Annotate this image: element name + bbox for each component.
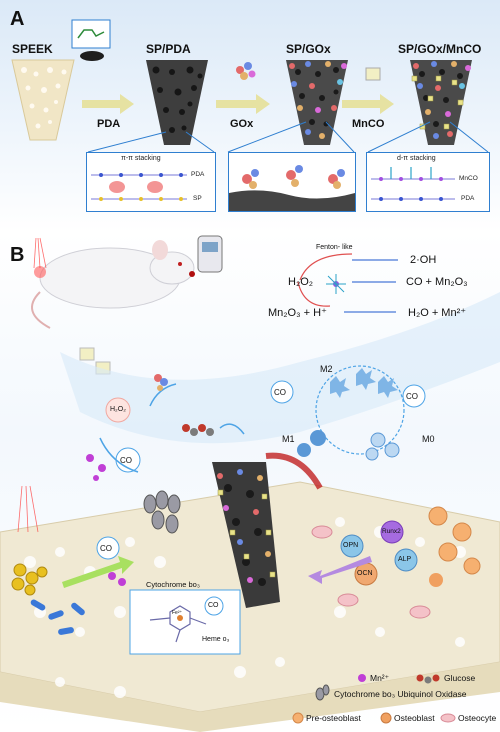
panel-b-illustration (0, 235, 500, 732)
arrow-pda-icon (82, 94, 134, 114)
green-arrow-icon (62, 556, 134, 588)
inset-heme-label: Heme o₃ (202, 636, 230, 643)
inset-fe-label: Fe²⁺ (172, 610, 183, 616)
cytochrome-inset-box (129, 589, 241, 655)
cytochrome-title: Cytochrome bo₃ (146, 580, 200, 589)
legend-mn-icon (358, 674, 366, 682)
protein-runx2-label: Runx2 (382, 528, 401, 535)
zoom1-title: π-π stacking (121, 155, 161, 162)
mussel-icon (80, 51, 104, 61)
step-mnco-label: MnCO (352, 118, 385, 130)
legend-pre-osteoblast-label: Pre-osteoblast (306, 713, 361, 723)
zoom-box-d-pi-stacking: d-π stacking MnCO PDA (366, 152, 490, 212)
legend-osteoblast-label: Osteoblast (394, 713, 435, 723)
mn2o3-h-label: Mn₂O₃ + H⁺ (268, 307, 327, 319)
legend-oxidase-icon (315, 684, 330, 701)
fenton-label: Fenton- like (316, 244, 353, 251)
protein-ocn-label: OCN (357, 570, 373, 577)
panel-a: A SPEEK SP/PDA SP/GOx SP/GOx/MnCO PDA GO… (0, 0, 500, 232)
fenton-arrows (297, 253, 353, 307)
speek-scaffold-icon (11, 59, 75, 141)
co-mn2o3-label: CO + Mn₂O₃ (406, 276, 468, 288)
oh-label: 2·OH (410, 254, 437, 266)
legend-pre-osteoblast-icon (292, 712, 304, 724)
dopamine-molecule-icon (71, 19, 111, 49)
arrow-gox-icon (216, 94, 270, 114)
legend-oxidase-label: Cytochrome bo₃ Ubiquinol Oxidase (334, 689, 467, 699)
h2o2-label: H₂O₂ (288, 276, 314, 288)
protein-bubbles (340, 520, 418, 586)
gox-cycle-arrows (99, 383, 245, 473)
stage-sp-gox-label: SP/GOx (286, 42, 331, 56)
purple-arrow-icon (308, 556, 372, 584)
osteoblast-cluster (428, 506, 481, 587)
glucose-chain-icon (182, 424, 214, 436)
h2o2-bubble (105, 397, 131, 423)
bacteria-cluster-icon (11, 563, 48, 596)
co-bubble-label: CO (120, 456, 132, 465)
step-gox-label: GOx (230, 118, 254, 130)
zoom3-title: d-π stacking (397, 155, 436, 162)
arrow-mnco-icon (342, 94, 394, 114)
step-pda-label: PDA (97, 118, 121, 130)
rod-bacteria-icon (30, 599, 85, 635)
zoom3-label-mnco: MnCO (459, 175, 478, 182)
h2o2-bubble-label: H₂O₂ (110, 406, 126, 413)
panel-b-letter: B (10, 244, 25, 266)
legend-osteocyte-icon (440, 713, 456, 723)
gox-enzyme-icon (154, 374, 168, 391)
panel-b: B (0, 232, 500, 732)
gox-molecule-icon (236, 62, 256, 80)
protein-opn-label: OPN (343, 542, 359, 549)
stage-sp-gox-mnco-label: SP/GOx/MnCO (398, 42, 482, 56)
glucometer-icon (189, 235, 223, 277)
macrophage-m1-label: M1 (282, 434, 295, 444)
mnco-molecule-icon (326, 274, 346, 294)
zoom3-label-pda: PDA (461, 195, 475, 202)
legend-glucose-label: Glucose (444, 673, 476, 683)
macrophage-m0-label: M0 (422, 434, 435, 444)
protein-alp-label: ALP (398, 556, 412, 563)
legend-osteocyte-label: Osteocyte (458, 713, 497, 723)
inset-co-label: CO (208, 602, 219, 609)
laser-beam-icon (33, 237, 47, 269)
legend-osteoblast-icon (380, 712, 392, 724)
mn-ion-cluster (86, 454, 106, 481)
laser-beam-scaffold-icon (17, 485, 39, 533)
zoom-box-pi-stacking: π-π stacking PDA SP (86, 152, 216, 212)
panel-a-letter: A (10, 8, 25, 30)
mouse-icon (31, 240, 195, 329)
osteocyte-cluster (311, 525, 431, 619)
mnco-chip-icon (79, 347, 95, 361)
macrophage-co-right: CO (406, 392, 418, 401)
macrophage-m2-label: M2 (320, 364, 333, 374)
macrophage-co-left: CO (274, 388, 286, 397)
zoom1-label-pda: PDA (191, 171, 205, 178)
sp-gox-scaffold-icon (286, 60, 348, 145)
panel-a-illustration (11, 19, 489, 153)
co-implant-bubble (96, 536, 120, 560)
cytochrome-cluster-icon (143, 490, 181, 534)
co-implant-label: CO (100, 544, 112, 553)
zoom1-label-sp: SP (193, 195, 202, 202)
zoom-box-gox (228, 152, 356, 212)
h2o-mn-label: H₂O + Mn²⁺ (408, 307, 467, 319)
stage-sp-pda-label: SP/PDA (146, 42, 191, 56)
mnco-crystal-icon (365, 67, 381, 81)
implant-scaffold-icon (212, 452, 323, 608)
macrophage-cycle-diagram (270, 365, 426, 461)
stage-speek-label: SPEEK (12, 42, 53, 56)
legend-mn-label: Mn²⁺ (370, 673, 390, 683)
sp-pda-scaffold-icon (146, 60, 208, 145)
reaction-arrows (344, 259, 398, 313)
legend-glucose-icon (416, 674, 440, 684)
